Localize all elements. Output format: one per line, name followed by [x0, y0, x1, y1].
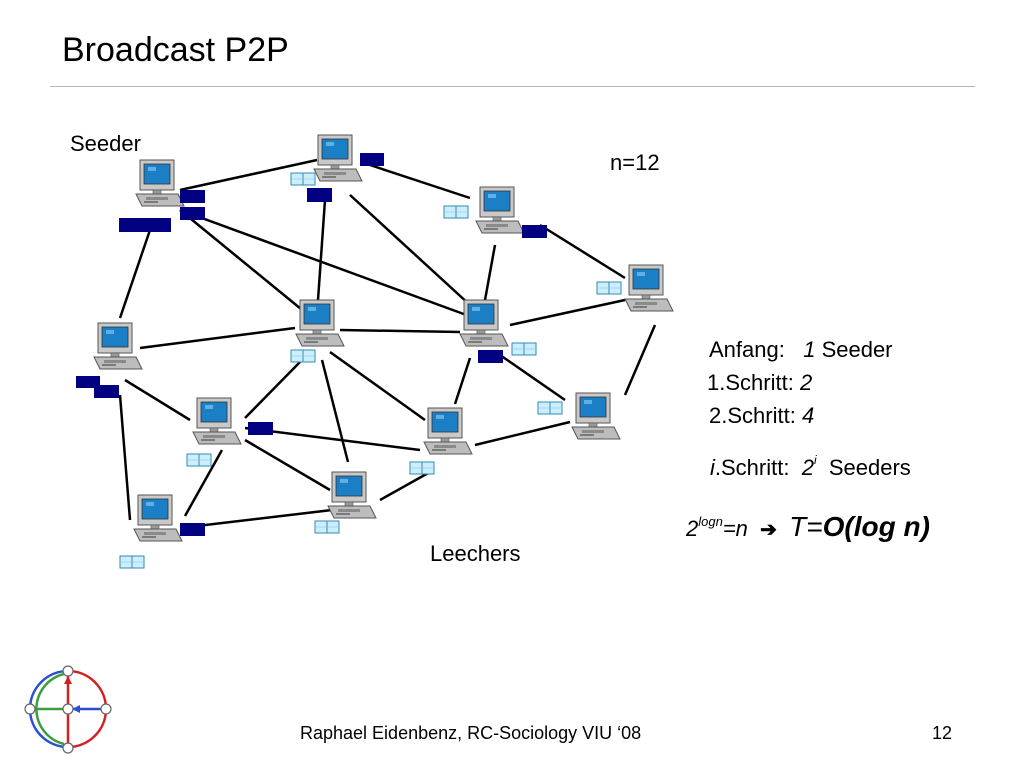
step-i-exponent: i: [813, 453, 817, 467]
formula-base: 2: [686, 516, 699, 541]
computer-icon: [295, 299, 345, 347]
step-1-label: 1.Schritt:: [707, 370, 794, 395]
step-i-prefix: i: [710, 455, 715, 480]
peer-count-label: n=12: [610, 150, 660, 175]
arrow-right-icon: ➔: [760, 519, 777, 541]
full-chunks: [76, 153, 547, 536]
step-1-value: 2: [799, 370, 813, 395]
computer-icon: [192, 397, 242, 445]
step-i-label: .Schritt:: [714, 455, 790, 480]
step-i-base: 2: [801, 455, 814, 480]
step-2-label: 2.Schritt:: [709, 403, 796, 428]
formula-rhs: =n: [722, 516, 748, 541]
computer-icon: [624, 264, 674, 312]
step-i: i.Schritt: 2i Seeders: [710, 453, 911, 484]
institution-logo: [24, 665, 112, 754]
computer-icon: [423, 407, 473, 455]
computer-icon: [135, 159, 185, 207]
network-links: [118, 158, 657, 530]
title-divider: [50, 86, 975, 87]
seeder-label: Seeder: [70, 131, 141, 156]
step-start-suffix: Seeder: [821, 337, 893, 362]
step-2: 2.Schritt: 4: [709, 403, 814, 429]
step-start-value: 1: [803, 337, 816, 362]
step-2-value: 4: [801, 403, 815, 428]
formula-exponent: logn: [698, 514, 723, 529]
page-number: 12: [932, 723, 953, 743]
computer-icon: [313, 134, 363, 182]
formula-result: O(log n): [822, 511, 930, 542]
slide-title: Broadcast P2P: [62, 31, 289, 69]
step-start: Anfang: 1 Seeder: [709, 337, 893, 363]
computer-icon: [571, 392, 621, 440]
computer-icon: [133, 494, 183, 542]
computer-icon: [327, 471, 377, 519]
computer-icon: [459, 299, 509, 347]
complexity-formula: 2logn=n ➔ T=O(log n): [686, 512, 930, 547]
step-i-suffix: Seeders: [828, 455, 911, 480]
formula-t: T=: [789, 511, 823, 542]
step-1: 1.Schritt: 2: [707, 370, 812, 396]
footer-text: Raphael Eidenbenz, RC-Sociology VIU ‘08: [300, 723, 642, 743]
computer-icon: [93, 322, 143, 370]
computer-icon: [475, 186, 525, 234]
leechers-label: Leechers: [430, 541, 521, 566]
step-start-label: Anfang:: [709, 337, 785, 362]
